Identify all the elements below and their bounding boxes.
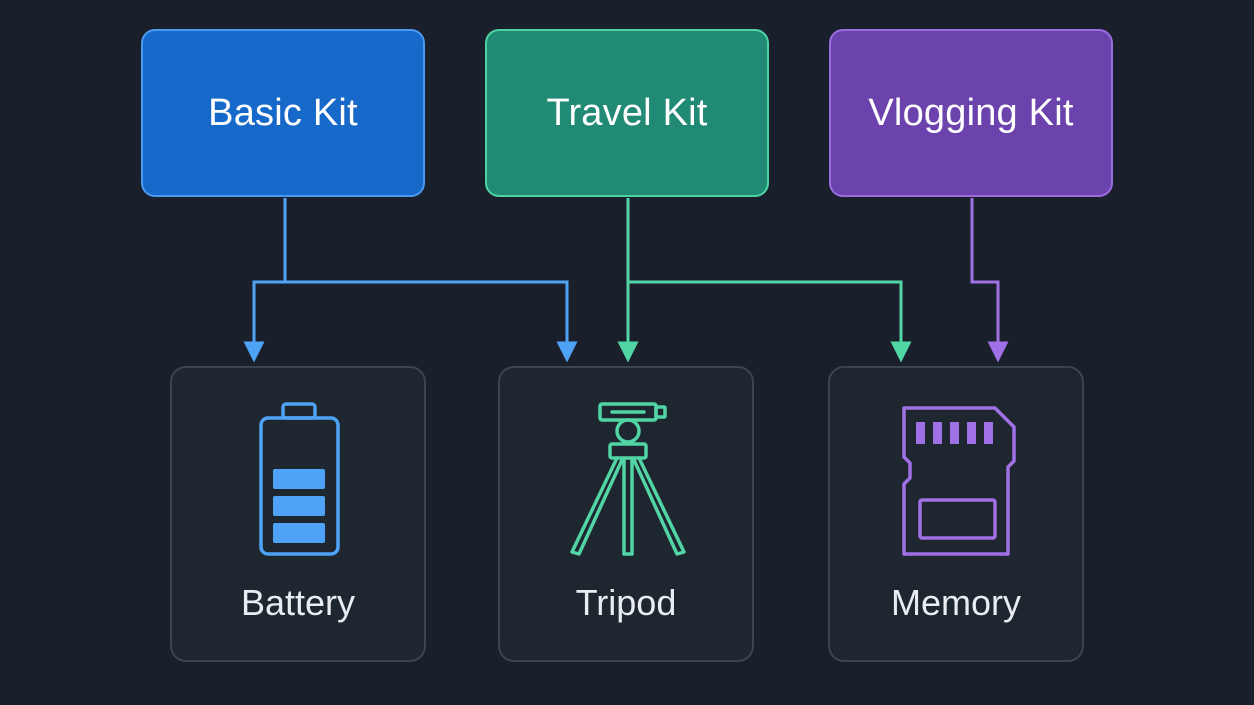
memory-label: Memory <box>890 582 1021 623</box>
tripod-label: Tripod <box>575 582 677 623</box>
battery-icon <box>259 402 340 556</box>
vlogging-kit-node[interactable]: Vlogging Kit <box>829 29 1113 197</box>
battery-card[interactable]: Battery <box>170 366 426 662</box>
basic-kit-node[interactable]: Basic Kit <box>141 29 425 197</box>
memory-card-icon <box>902 406 1016 556</box>
travel-kit-node[interactable]: Travel Kit <box>485 29 769 197</box>
edge-travel-memory <box>628 280 912 363</box>
edge-basic-tripod <box>285 280 578 363</box>
edge-vlogging-memory <box>970 198 1009 363</box>
vlogging-kit-label: Vlogging Kit <box>868 91 1074 134</box>
basic-kit-label: Basic Kit <box>208 91 358 134</box>
battery-label: Battery <box>240 582 356 623</box>
travel-kit-label: Travel Kit <box>546 91 708 134</box>
tripod-card[interactable]: Tripod <box>498 366 754 662</box>
edge-basic-battery <box>243 198 287 363</box>
memory-card[interactable]: Memory <box>828 366 1084 662</box>
tripod-icon <box>570 402 686 556</box>
